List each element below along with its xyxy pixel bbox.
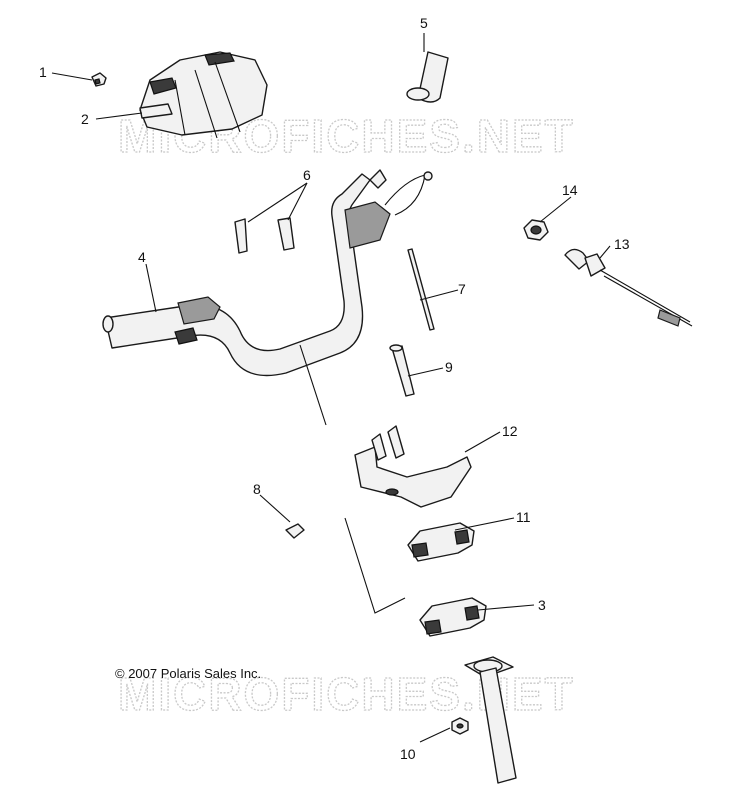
part-7-pin[interactable] [407, 248, 435, 331]
callout-10: 10 [400, 746, 416, 762]
callout-9: 9 [445, 359, 453, 375]
part-6-brackets[interactable] [234, 217, 295, 254]
assembly-line-lower [344, 517, 406, 614]
part-8-bolt[interactable] [285, 523, 305, 539]
callout-3: 3 [538, 597, 546, 613]
part-4-handlebar[interactable] [102, 169, 433, 377]
callout-11: 11 [516, 509, 531, 525]
callout-7: 7 [458, 281, 466, 297]
copyright-text: © 2007 Polaris Sales Inc. [115, 666, 261, 681]
callout-12: 12 [502, 423, 518, 439]
part-14-nut[interactable] [523, 219, 549, 241]
callout-1: 1 [39, 64, 47, 80]
part-11-upper-clamp[interactable] [407, 522, 475, 562]
part-13-cable[interactable] [564, 248, 693, 327]
part-1-screw[interactable] [91, 72, 107, 87]
callout-13: 13 [614, 236, 630, 252]
leader-lines [51, 33, 611, 743]
part-12-bracket[interactable] [354, 425, 472, 508]
callout-5: 5 [420, 15, 428, 31]
assembly-line-upper [299, 344, 327, 426]
part-9-bolt[interactable] [389, 344, 415, 397]
part-5-grip[interactable] [406, 51, 449, 103]
part-2-handlebar-cover[interactable] [139, 51, 268, 139]
callout-8: 8 [253, 481, 261, 497]
callout-14: 14 [562, 182, 578, 198]
callout-4: 4 [138, 249, 146, 265]
steering-post[interactable] [464, 656, 517, 784]
callout-6: 6 [303, 167, 311, 183]
callout-2: 2 [81, 111, 89, 127]
part-10-nut[interactable] [451, 717, 469, 735]
part-3-lower-clamp[interactable] [419, 597, 487, 637]
